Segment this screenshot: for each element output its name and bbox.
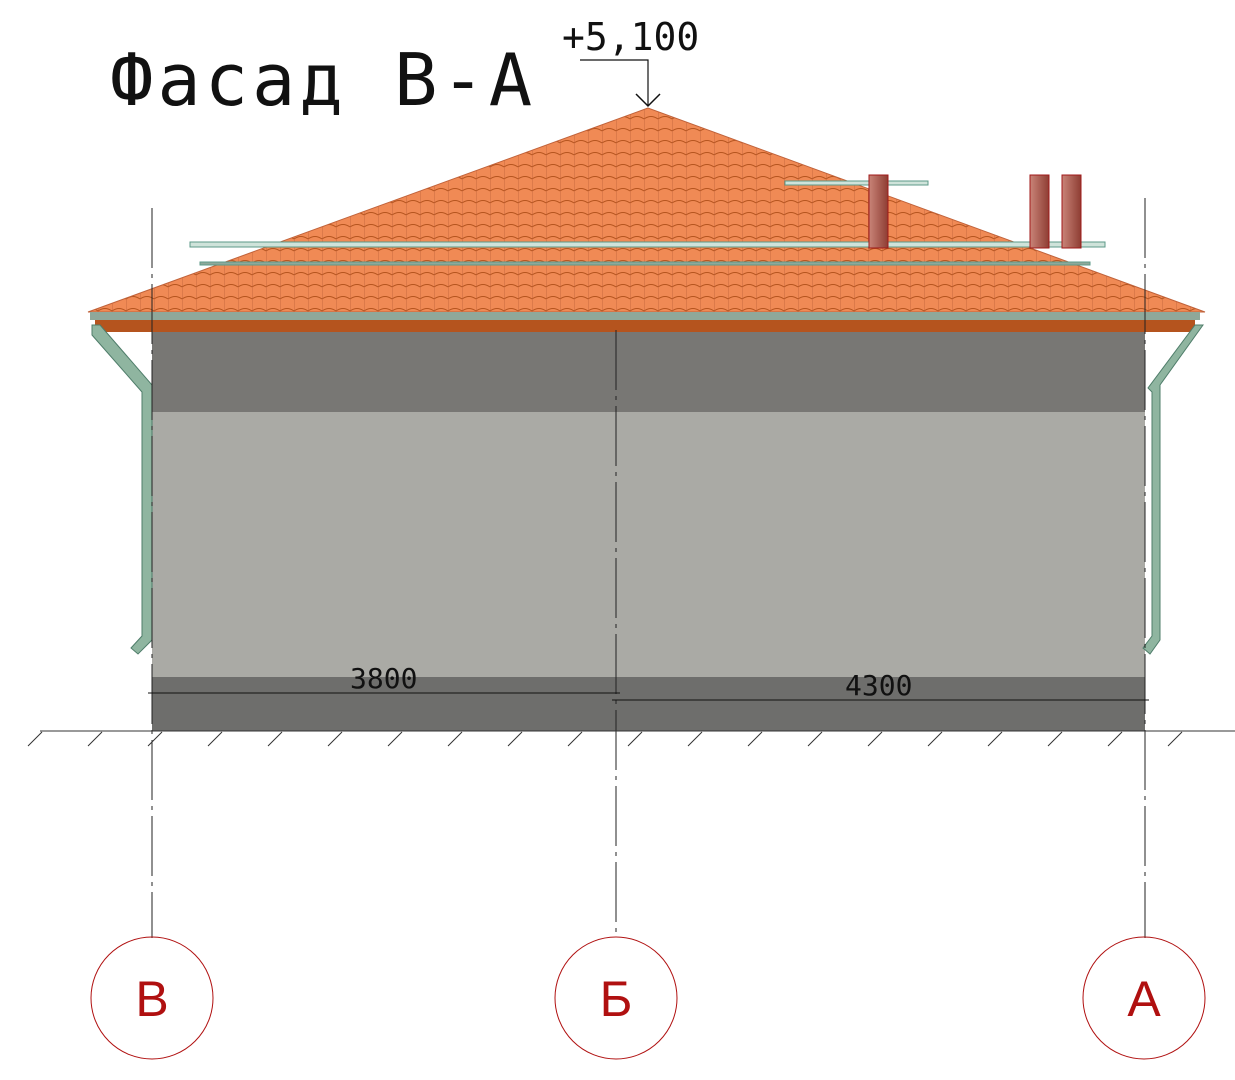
axis-marker-a: А — [1082, 936, 1206, 1060]
dimension-label: 3800 — [350, 662, 417, 695]
dimension-3800: 3800 — [148, 662, 620, 695]
plinth — [152, 677, 1145, 731]
fascia — [95, 320, 1195, 332]
chimney — [868, 174, 889, 249]
chimney — [1029, 174, 1050, 249]
downpipes — [91, 324, 1204, 655]
axis-label: А — [1127, 971, 1161, 1027]
dimension-label: 4300 — [845, 669, 912, 702]
roof-rails — [189, 180, 1106, 266]
main-wall — [152, 412, 1145, 677]
chimneys — [868, 174, 1082, 249]
axis-label: В — [135, 971, 168, 1027]
upper-wall — [152, 330, 1145, 412]
ridge-elevation-mark: +5,100 — [562, 15, 699, 108]
chimney — [1061, 174, 1082, 249]
axis-marker-v: В — [90, 936, 214, 1060]
dimension-4300: 4300 — [612, 669, 1149, 702]
ridge-elevation-label: +5,100 — [562, 15, 699, 59]
axis-lines — [151, 198, 1146, 938]
axis-marker-b: Б — [554, 936, 678, 1060]
gutter — [90, 312, 1200, 320]
drawing-title: Фасад В-А — [110, 38, 536, 122]
ground-line — [27, 730, 1235, 747]
axis-label: Б — [600, 971, 633, 1027]
